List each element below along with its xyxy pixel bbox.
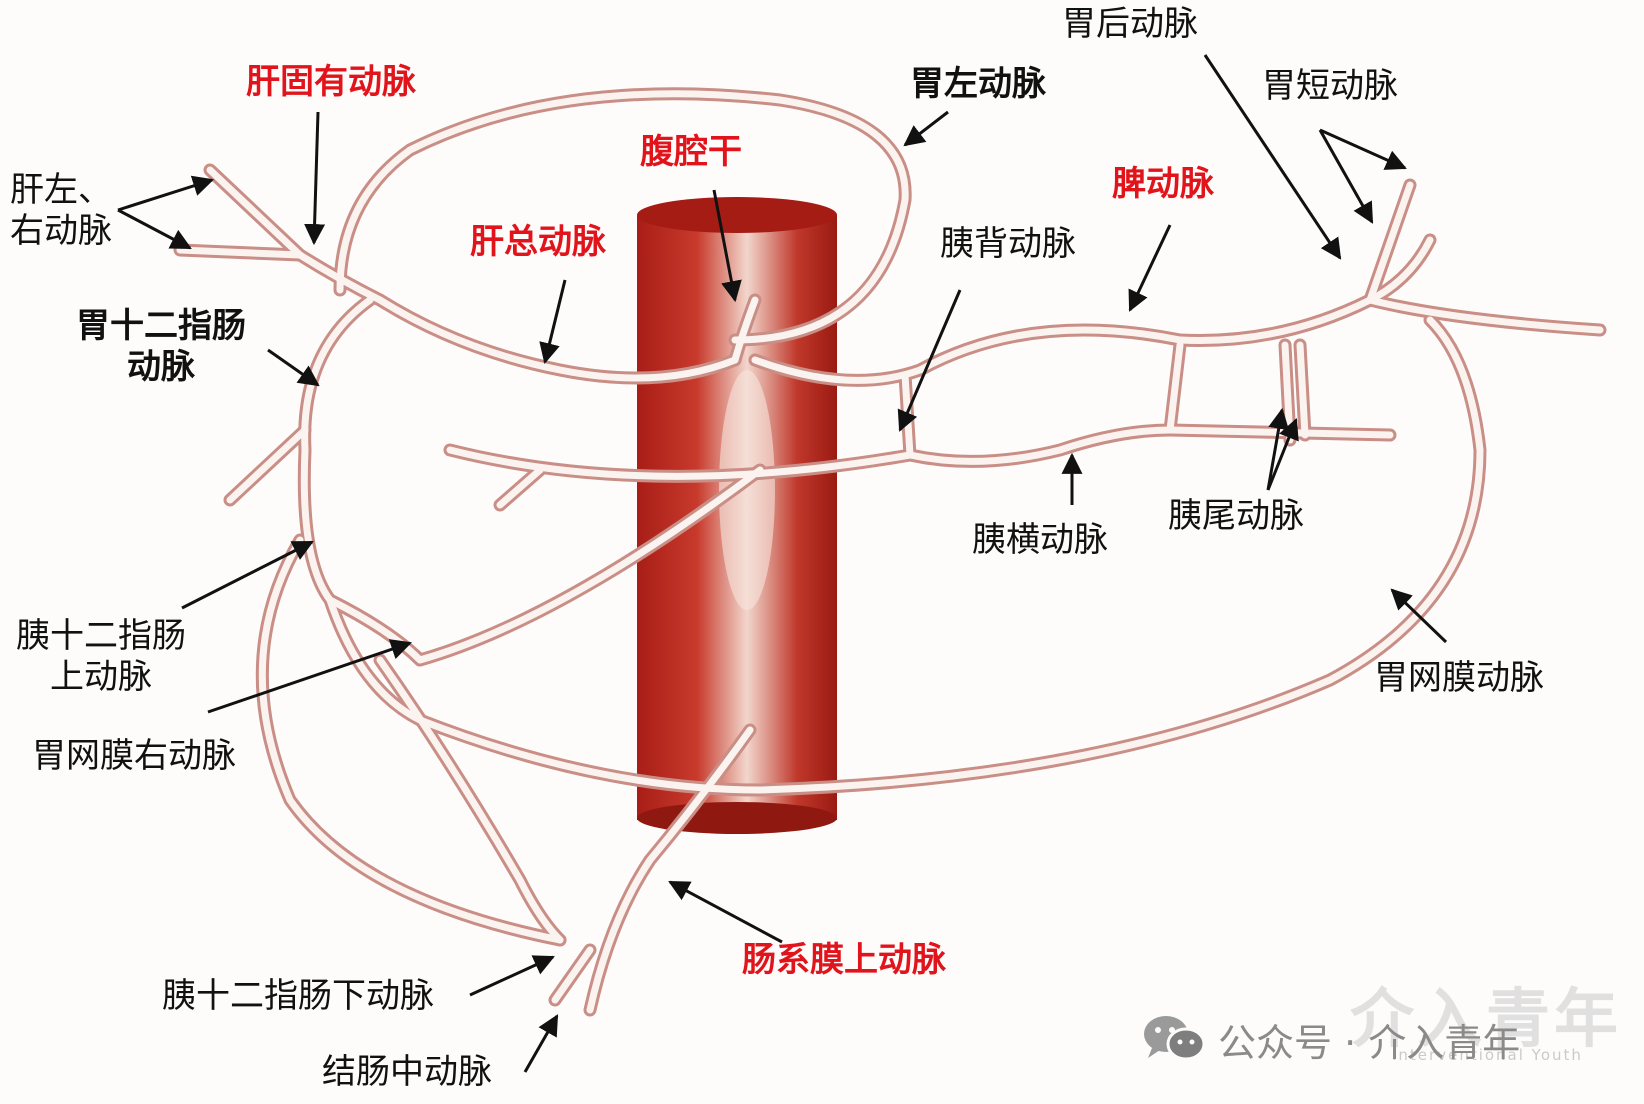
arrow-lr-hepatic-2: [117, 208, 192, 250]
label-sup-pancreaticoduodenal: 胰十二指肠 上动脉: [16, 616, 186, 698]
arrow-caudal-pancreatic-1: [1266, 418, 1299, 491]
watermark-account: 公众号 · 介入青年: [1218, 1021, 1521, 1065]
label-dorsal-pancreatic: 胰背动脉: [940, 224, 1076, 264]
label-common-hepatic: 肝总动脉: [470, 222, 606, 262]
arrow-posterior-gastric: [1203, 54, 1342, 260]
label-lr-hepatic-line2: 右动脉: [10, 210, 112, 251]
label-gastroduodenal: 胃十二指肠 动脉: [76, 306, 246, 388]
label-splenic: 脾动脉: [1112, 164, 1214, 204]
arrow-inf-pancreaticoduodenal: [469, 955, 555, 997]
label-right-gastroepiploic: 胃网膜右动脉: [32, 736, 236, 776]
wechat-icon: [1144, 1016, 1206, 1061]
arrow-lr-hepatic-1: [117, 175, 215, 212]
arrow-right-gastroepiploic: [207, 639, 412, 714]
label-gastroduodenal-line2: 动脉: [127, 346, 195, 387]
label-posterior-gastric: 胃后动脉: [1062, 4, 1198, 44]
watermark-title: 介入青年: [1350, 983, 1622, 1057]
label-caudal-pancreatic: 胰尾动脉: [1168, 496, 1304, 536]
arrow-left-gastric: [903, 110, 949, 147]
label-sup-pancreaticoduodenal-line2: 上动脉: [50, 656, 152, 697]
arrow-middle-colic: [523, 1014, 559, 1073]
pointer-arrows: [117, 54, 1448, 1073]
label-left-gastric: 胃左动脉: [910, 64, 1046, 104]
label-short-gastric: 胃短动脉: [1262, 66, 1398, 106]
label-inf-pancreaticoduodenal: 胰十二指肠下动脉: [162, 976, 434, 1016]
label-left-gastroepiploic: 胃网膜动脉: [1374, 658, 1544, 698]
label-lr-hepatic: 肝左、 右动脉: [10, 170, 112, 252]
arrow-left-gastroepiploic: [1390, 588, 1448, 644]
label-transverse-pancreatic: 胰横动脉: [972, 520, 1108, 560]
watermark-subtitle: Interventional Youth: [1392, 1046, 1583, 1064]
arrow-common-hepatic: [539, 279, 567, 365]
arrow-dorsal-pancreatic: [897, 289, 962, 432]
arrow-celiac: [712, 189, 742, 303]
label-celiac-trunk: 腹腔干: [640, 132, 742, 172]
label-sma: 肠系膜上动脉: [742, 940, 946, 980]
arrow-sup-pancreaticoduodenal: [181, 540, 314, 610]
arrow-short-gastric-2: [1318, 129, 1374, 224]
arrow-splenic: [1128, 224, 1172, 312]
arrow-hepatic-proper: [304, 111, 326, 246]
label-gastroduodenal-line1: 胃十二指肠: [76, 306, 246, 346]
arrow-gastroduodenal: [267, 348, 320, 387]
arrow-caudal-pancreatic-2: [1266, 407, 1290, 491]
label-hepatic-proper: 肝固有动脉: [246, 62, 416, 102]
label-middle-colic: 结肠中动脉: [322, 1052, 492, 1092]
vessel-network: [173, 87, 1607, 1017]
label-sup-pancreaticoduodenal-line1: 胰十二指肠: [16, 616, 186, 656]
arrow-sma: [668, 880, 783, 944]
label-lr-hepatic-line1: 肝左、: [10, 170, 112, 210]
arrow-short-gastric-1: [1319, 128, 1407, 170]
